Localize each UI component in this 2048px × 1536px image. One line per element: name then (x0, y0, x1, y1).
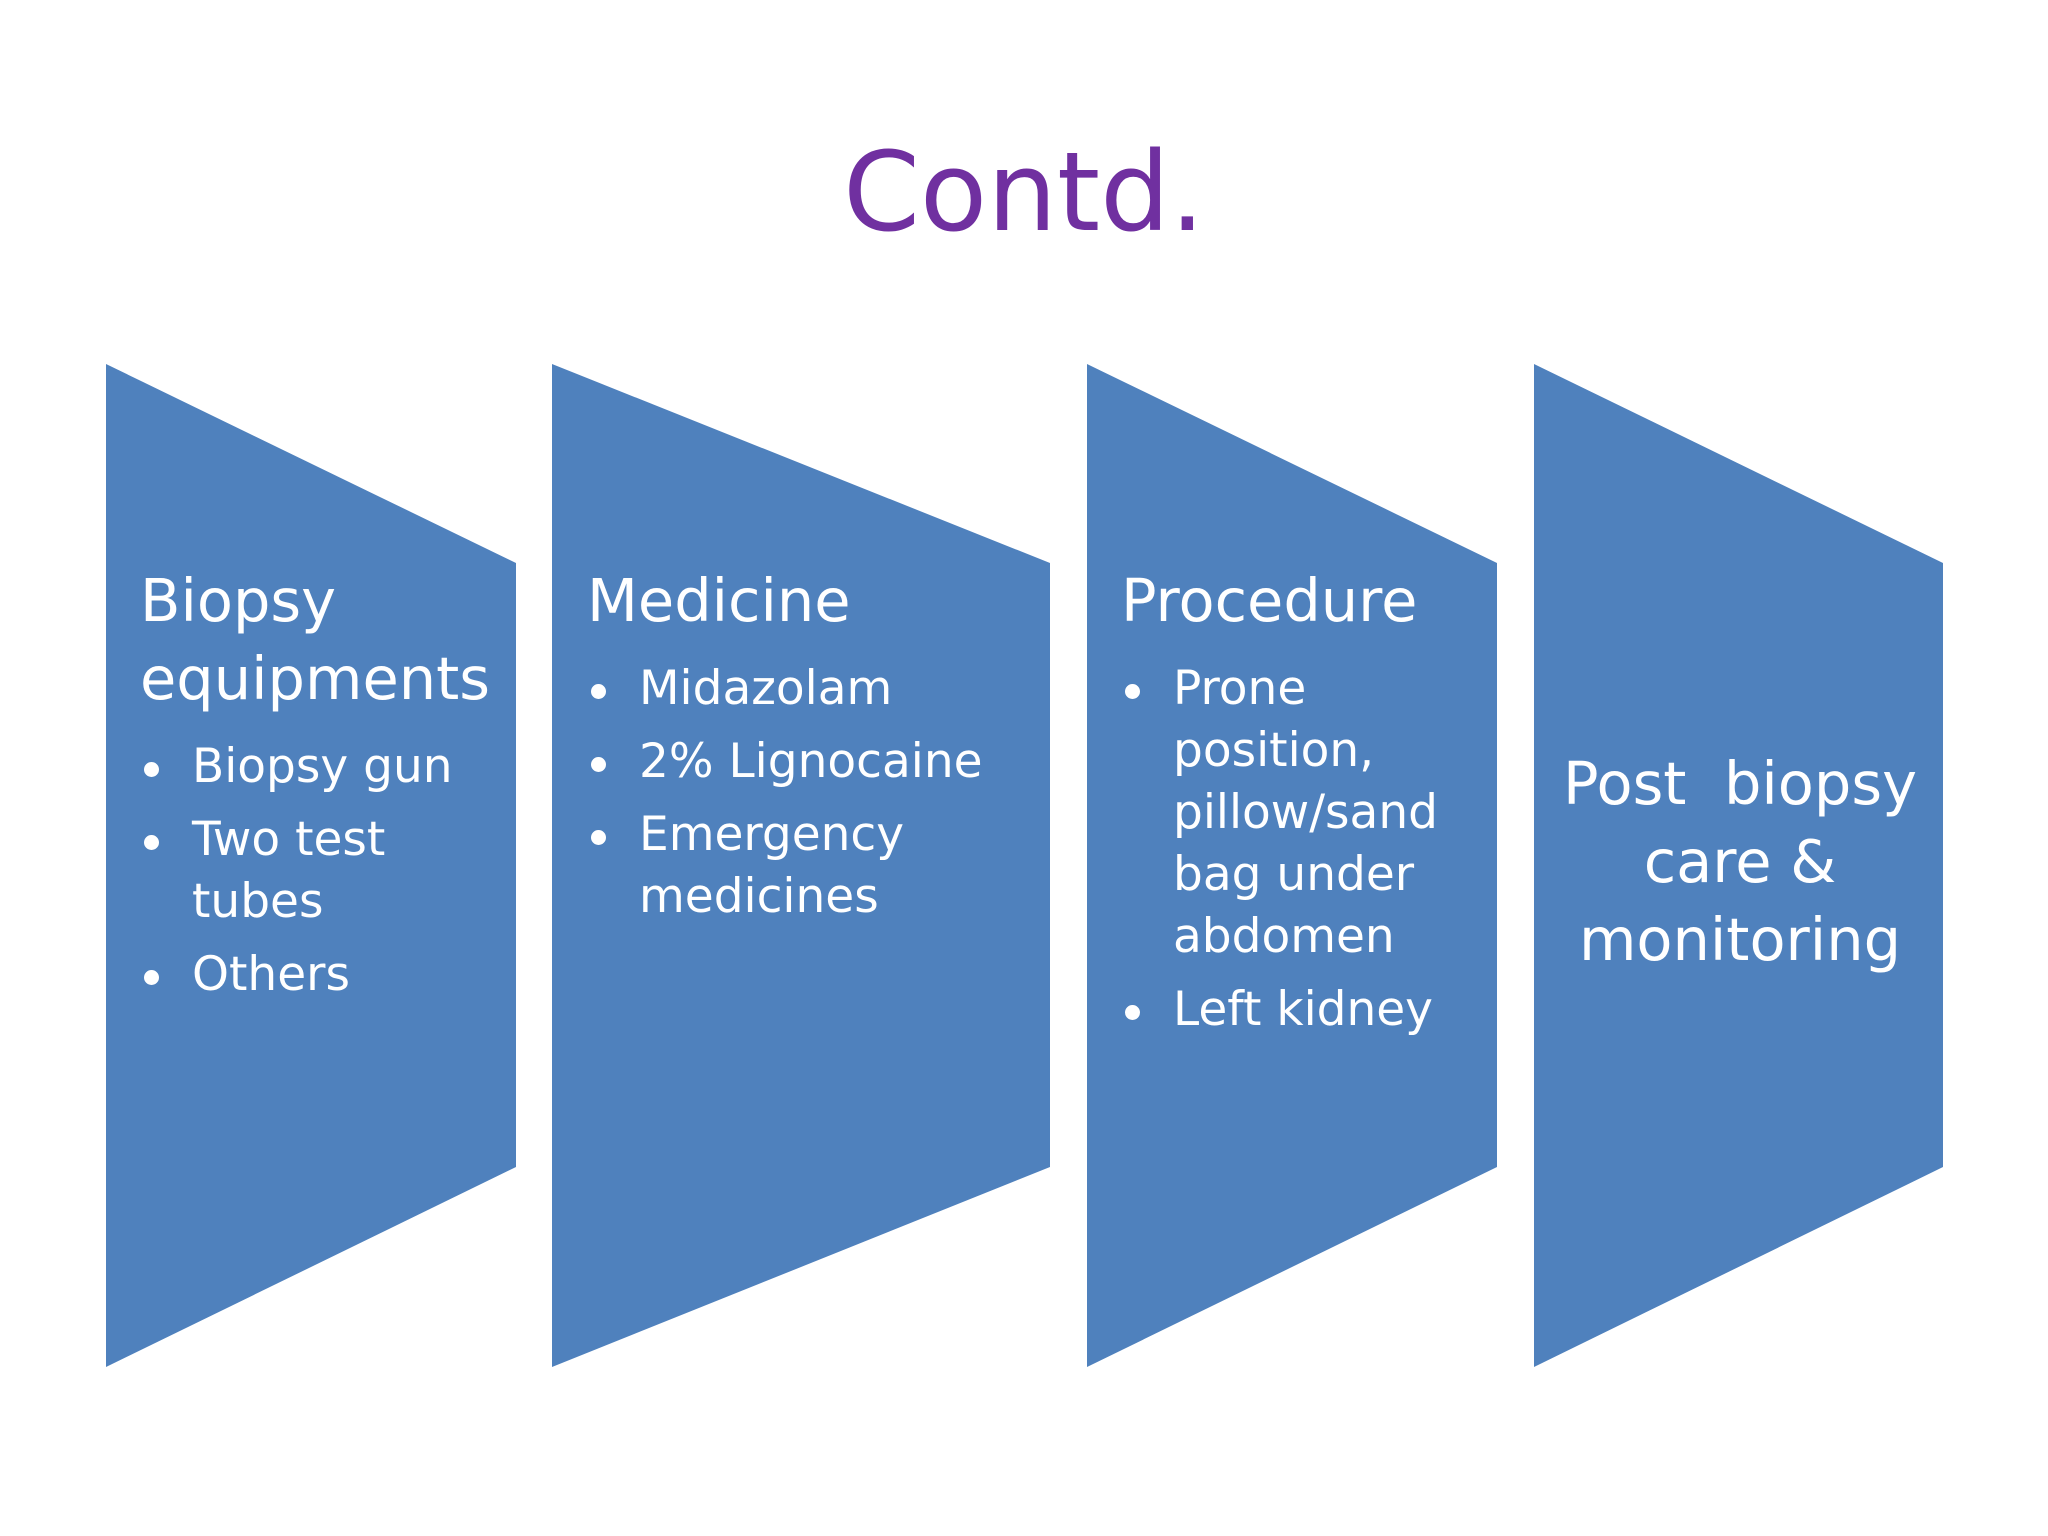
bullet-list: Midazolam 2% Lignocaine Emergency medici… (587, 658, 1047, 928)
bullet-icon (144, 762, 159, 777)
bullet-text: Emergency medicines (639, 807, 905, 924)
panel-medicine: Medicine Midazolam 2% Lignocaine Emergen… (587, 562, 1047, 939)
panel-shape-post-biopsy-care (1534, 364, 1943, 1367)
panel-heading: Medicine (587, 566, 851, 635)
bullet-text: Midazolam (639, 661, 893, 716)
bullet-text: 2% Lignocaine (639, 734, 983, 789)
bullet-text: Biopsy gun (192, 739, 453, 794)
list-item: Biopsy gun (140, 736, 520, 798)
bullet-icon (144, 970, 159, 985)
list-item: Emergency medicines (587, 804, 1047, 928)
list-item: Prone position, pillow/sand bag under ab… (1121, 658, 1501, 968)
slide-title: Contd. (843, 128, 1205, 256)
list-item: 2% Lignocaine (587, 731, 1047, 793)
bullet-icon (1125, 1005, 1140, 1020)
bullet-text: Left kidney (1173, 982, 1433, 1037)
panel-biopsy-equipments: Biopsy equipments Biopsy gun Two test tu… (140, 562, 520, 1017)
bullet-list: Biopsy gun Two test tubes Others (140, 736, 520, 1006)
panel-procedure: Procedure Prone position, pillow/sand ba… (1121, 562, 1501, 1052)
panel-shape-biopsy-equipments (106, 364, 516, 1367)
bullet-icon (591, 830, 606, 845)
bullet-text: Prone position, pillow/sand bag under ab… (1173, 661, 1438, 964)
bullet-icon (591, 757, 606, 772)
bullet-text: Two test tubes (192, 812, 386, 929)
panel-post-biopsy-care: Post biopsy care & monitoring (1535, 745, 1945, 997)
bullet-text: Others (192, 947, 350, 1002)
list-item: Two test tubes (140, 809, 520, 933)
panel-shape-procedure (1087, 364, 1497, 1367)
list-item: Midazolam (587, 658, 1047, 720)
list-item: Left kidney (1121, 979, 1501, 1041)
panel-heading: Post biopsy care & monitoring (1563, 749, 1936, 974)
panel-heading: Biopsy equipments (140, 566, 491, 713)
bullet-icon (144, 835, 159, 850)
bullet-icon (591, 684, 606, 699)
bullet-list: Prone position, pillow/sand bag under ab… (1121, 658, 1501, 1041)
list-item: Others (140, 944, 520, 1006)
panel-heading: Procedure (1121, 566, 1418, 635)
bullet-icon (1125, 684, 1140, 699)
panel-shape-medicine (552, 364, 1050, 1367)
